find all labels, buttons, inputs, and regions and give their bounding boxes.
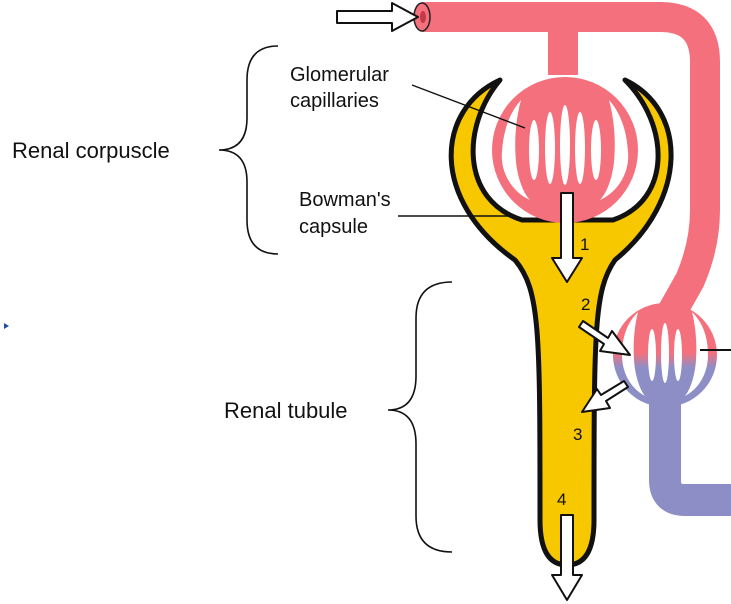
glomerular-label-line1: Glomerular — [290, 64, 389, 86]
renal-corpuscle-brace — [219, 46, 278, 254]
venous-return-vessel — [665, 395, 731, 500]
glomerular-label-line2: capillaries — [290, 90, 379, 112]
step-number-4: 4 — [557, 490, 566, 509]
renal-tubule-brace — [388, 282, 452, 552]
step-number-2: 2 — [581, 295, 590, 314]
renal-tubule-label: Renal tubule — [224, 398, 348, 423]
edge-marker — [4, 323, 9, 329]
renal-corpuscle-label: Renal corpuscle — [12, 138, 170, 163]
step-number-3: 3 — [573, 425, 582, 444]
blood-inflow-arrow — [337, 3, 418, 31]
step-number-1: 1 — [580, 235, 589, 254]
bowmans-label-line1: Bowman's — [299, 189, 391, 211]
bowmans-label-line2: capsule — [299, 216, 368, 238]
